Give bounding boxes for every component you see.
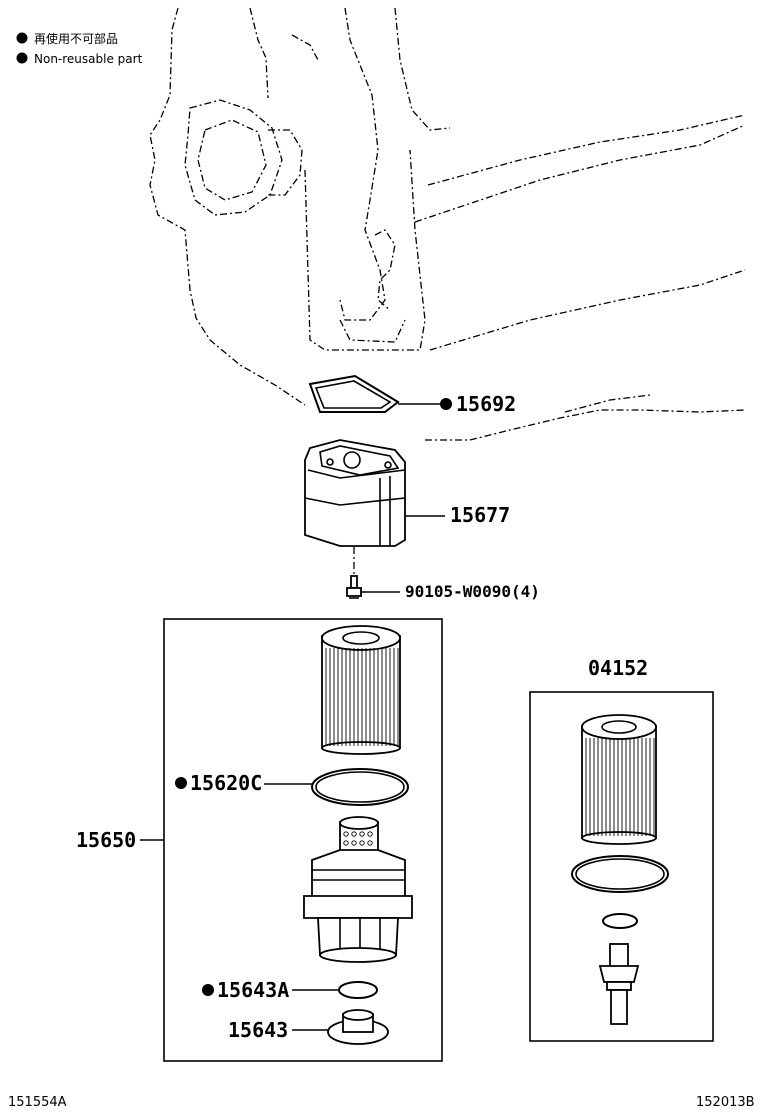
part-label-15692: 15692 (456, 392, 516, 416)
filter-cap (303, 816, 413, 963)
legend-text-en: Non-reusable part (34, 52, 143, 66)
screen-hole (343, 840, 349, 846)
footer-left-code: 151554A (8, 1095, 67, 1110)
o-ring-15620c-inner (315, 771, 405, 803)
engine-block-outline (149, 7, 746, 441)
part-label-15650: 15650 (76, 828, 136, 852)
legend-text-jp: 再使用不可部品 (34, 31, 118, 46)
filter-element-04152 (581, 714, 657, 845)
kit-box-04152 (529, 691, 714, 1042)
o-ring-04152-large (571, 855, 669, 893)
o-ring-04152-large-inner (575, 858, 665, 890)
part-label-15643a: 15643A (217, 978, 289, 1002)
part-label-15677: 15677 (450, 503, 510, 527)
part-label-04152: 04152 (588, 656, 648, 680)
part-label-15643: 15643 (228, 1018, 288, 1042)
filter-bracket-15677 (304, 439, 406, 547)
screen-hole (351, 840, 357, 846)
screen-hole (367, 831, 373, 837)
legend: 再使用不可部品 Non-reusable part (16, 31, 143, 66)
o-ring-15620c (311, 768, 409, 806)
screen-hole (343, 831, 349, 837)
drain-plug-04152 (598, 943, 640, 1025)
non-reusable-bullet-icon (16, 32, 28, 44)
screen-hole (367, 840, 373, 846)
filter-element-15650 (321, 625, 401, 755)
footer-right-code: 152013B (696, 1095, 755, 1110)
non-reusable-bullet-icon (202, 984, 214, 996)
drain-plug-15643 (327, 1009, 389, 1045)
screen-hole (351, 831, 357, 837)
screen-hole (359, 831, 365, 837)
non-reusable-bullet-icon (175, 777, 187, 789)
bolt-90105 (346, 575, 362, 599)
gasket-15692 (308, 374, 400, 413)
part-label-90105: 90105-W0090(4) (405, 582, 540, 601)
part-label-15620c: 15620C (190, 771, 262, 795)
o-ring-04152-small (602, 913, 638, 929)
non-reusable-bullet-icon (16, 52, 28, 64)
o-ring-15643a (338, 981, 378, 999)
screen-hole (359, 840, 365, 846)
non-reusable-bullet-icon (440, 398, 452, 410)
